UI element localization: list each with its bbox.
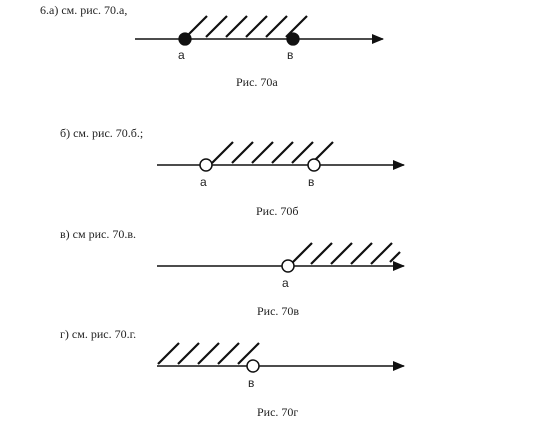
hatch-stroke [265,15,288,38]
figure-70v [157,242,405,273]
figure-70b [157,141,405,172]
problem-part-a-label: 6.а) см. рис. 70.а, [40,3,128,17]
hatch-stroke [310,242,333,265]
problem-part-b-label: б) см. рис. 70.б.; [60,126,144,140]
point-label-a: а [282,276,289,290]
hatch-stroke [225,15,248,38]
point-a-filled [178,32,192,46]
figure-70a [135,15,384,46]
hatch-stroke [157,342,180,365]
hatch-stroke [290,242,313,265]
hatch-stroke [205,15,228,38]
point-label-a: а [200,175,207,189]
hatch-stroke [350,242,373,265]
hatch-stroke [251,141,274,164]
figure-caption-70g: Рис. 70г [257,405,299,419]
hatch-stroke [211,141,234,164]
hatching-70g [157,342,260,365]
hatch-stroke [389,251,401,263]
point-v-open [307,158,321,172]
point-label-v: в [308,175,315,189]
point-v-open [246,359,260,373]
hatching-70b [211,141,334,164]
hatch-stroke [231,141,254,164]
point-a-open [281,259,295,273]
hatching-70v [290,242,401,265]
point-a-open [199,158,213,172]
point-label-v: в [287,48,294,62]
hatch-stroke [271,141,294,164]
point-label-a: а [178,48,185,62]
hatch-stroke [197,342,220,365]
figure-caption-70v: Рис. 70в [257,304,300,318]
hatch-stroke [237,342,260,365]
point-v-filled [286,32,300,46]
hatch-stroke [177,342,200,365]
figure-caption-70a: Рис. 70а [236,75,278,89]
hatch-stroke [330,242,353,265]
hatch-stroke [370,242,393,265]
problem-part-g-label: г) см. рис. 70.г. [60,327,137,341]
hatch-stroke [185,15,208,38]
hatch-stroke [291,141,314,164]
figure-caption-70b: Рис. 70б [256,204,299,218]
hatch-stroke [217,342,240,365]
hatch-stroke [245,15,268,38]
point-label-v: в [248,376,255,390]
figure-70g [157,342,405,373]
problem-part-v-label: в) см рис. 70.в. [60,227,136,241]
